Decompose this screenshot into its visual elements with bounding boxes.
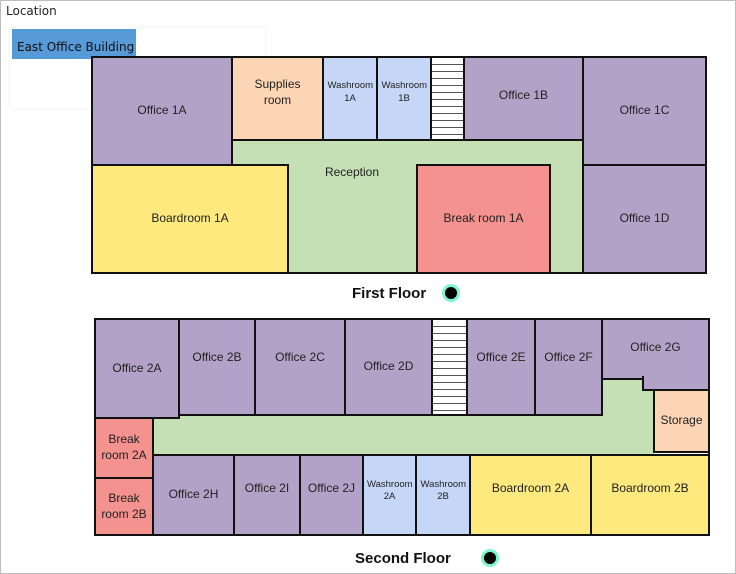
room-office-2c[interactable]: Office 2C — [254, 318, 346, 416]
room-office-2h[interactable]: Office 2H — [152, 454, 235, 536]
room-label: Washroom 1A — [327, 80, 374, 104]
stairs-1 — [430, 56, 465, 141]
room-break-2a[interactable]: Break room 2A — [94, 417, 154, 479]
room-boardroom-2b[interactable]: Boardroom 2B — [590, 454, 710, 536]
room-break-1a[interactable]: Break room 1A — [416, 164, 551, 274]
room-label: Washroom 2A — [367, 478, 413, 502]
second-floor-title: Second Floor — [355, 550, 451, 567]
room-label: Washroom 2B — [420, 478, 467, 502]
room-office-1a[interactable]: Office 1A — [91, 56, 233, 166]
room-office-2j[interactable]: Office 2J — [299, 454, 364, 536]
room-boardroom-2a[interactable]: Boardroom 2A — [469, 454, 592, 536]
first-floor-title: First Floor — [352, 285, 427, 302]
floor-outline — [91, 56, 707, 274]
building-dropdown[interactable]: East Office Building — [12, 29, 136, 59]
second-floor-marker[interactable] — [481, 549, 499, 567]
room-storage[interactable]: Storage — [653, 389, 710, 453]
stairs-2 — [431, 318, 468, 416]
room-office-2d[interactable]: Office 2D — [344, 318, 433, 416]
location-label: Location — [6, 4, 57, 18]
room-label: Break room 2B — [101, 490, 147, 521]
room-boardroom-1a[interactable]: Boardroom 1A — [91, 164, 289, 274]
room-label: Break room 2A — [101, 432, 147, 462]
room-reception[interactable]: Reception — [324, 165, 380, 179]
room-label: Supplies room — [254, 76, 301, 107]
room-office-1b[interactable]: Office 1B — [463, 56, 584, 141]
room-office-2b[interactable]: Office 2B — [178, 318, 256, 416]
room-label: Washroom 1B — [381, 80, 428, 104]
first-floor-marker[interactable] — [442, 284, 460, 302]
room-office-2g[interactable]: Office 2G — [601, 318, 710, 380]
room-office-1c[interactable]: Office 1C — [582, 56, 707, 166]
floor-outline — [94, 318, 710, 536]
room-office-1d[interactable]: Office 1D — [582, 164, 707, 274]
